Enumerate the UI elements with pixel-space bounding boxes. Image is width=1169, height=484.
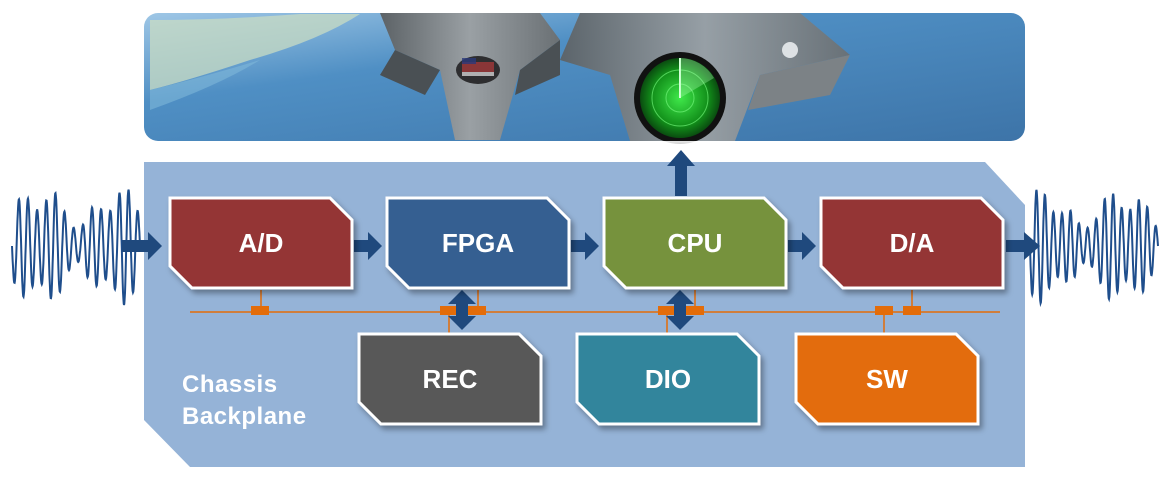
chassis-label-line1: Chassis bbox=[182, 371, 278, 398]
block-fpga: FPGA bbox=[385, 196, 571, 290]
block-label-ad: A/D bbox=[239, 228, 284, 258]
input-waveform-icon bbox=[11, 189, 141, 306]
block-shape-rec bbox=[357, 332, 543, 426]
bus-connector bbox=[903, 306, 921, 315]
block-label-rec: REC bbox=[423, 364, 478, 394]
arrow-fpga-rec bbox=[448, 290, 476, 330]
arrow-ad-fpga bbox=[354, 232, 382, 260]
coast-shallow bbox=[150, 60, 260, 110]
output-waveform-icon bbox=[1029, 189, 1159, 308]
block-shape-fpga bbox=[385, 196, 571, 290]
block-ad: A/D bbox=[168, 196, 354, 290]
block-shape-cpu bbox=[602, 196, 788, 290]
bus-connector bbox=[468, 306, 486, 315]
radar-scope-icon bbox=[634, 52, 726, 144]
block-label-cpu: CPU bbox=[668, 228, 723, 258]
block-label-fpga: FPGA bbox=[442, 228, 514, 258]
backplane-bus bbox=[190, 290, 1000, 333]
jet-left bbox=[380, 13, 560, 140]
arrow-cpu-dio bbox=[666, 290, 694, 330]
block-dio: DIO bbox=[575, 332, 761, 426]
block-rec: REC bbox=[357, 332, 543, 426]
bus-connector bbox=[875, 306, 893, 315]
arrow-input bbox=[122, 232, 162, 260]
block-shape-ad bbox=[168, 196, 354, 290]
aircraft-photo bbox=[144, 13, 1025, 169]
block-shape-sw bbox=[794, 332, 980, 426]
block-label-sw: SW bbox=[866, 364, 908, 394]
block-cpu: CPU bbox=[602, 196, 788, 290]
arrow-output bbox=[1006, 232, 1040, 260]
bus-connector bbox=[440, 306, 458, 315]
block-da: D/A bbox=[819, 196, 1005, 290]
block-shape-dio bbox=[575, 332, 761, 426]
signal-arrows bbox=[122, 150, 1040, 330]
coastline bbox=[150, 14, 360, 90]
block-shape-da bbox=[819, 196, 1005, 290]
block-label-dio: DIO bbox=[645, 364, 691, 394]
bus-connector bbox=[251, 306, 269, 315]
chassis-label-line2: Backplane bbox=[182, 403, 307, 430]
block-label-da: D/A bbox=[890, 228, 935, 258]
bus-connector bbox=[658, 306, 676, 315]
arrow-cpu-da bbox=[788, 232, 816, 260]
block-sw: SW bbox=[794, 332, 980, 426]
arrow-fpga-cpu bbox=[571, 232, 599, 260]
arrow-cpu-up bbox=[667, 150, 695, 196]
bus-connector bbox=[686, 306, 704, 315]
